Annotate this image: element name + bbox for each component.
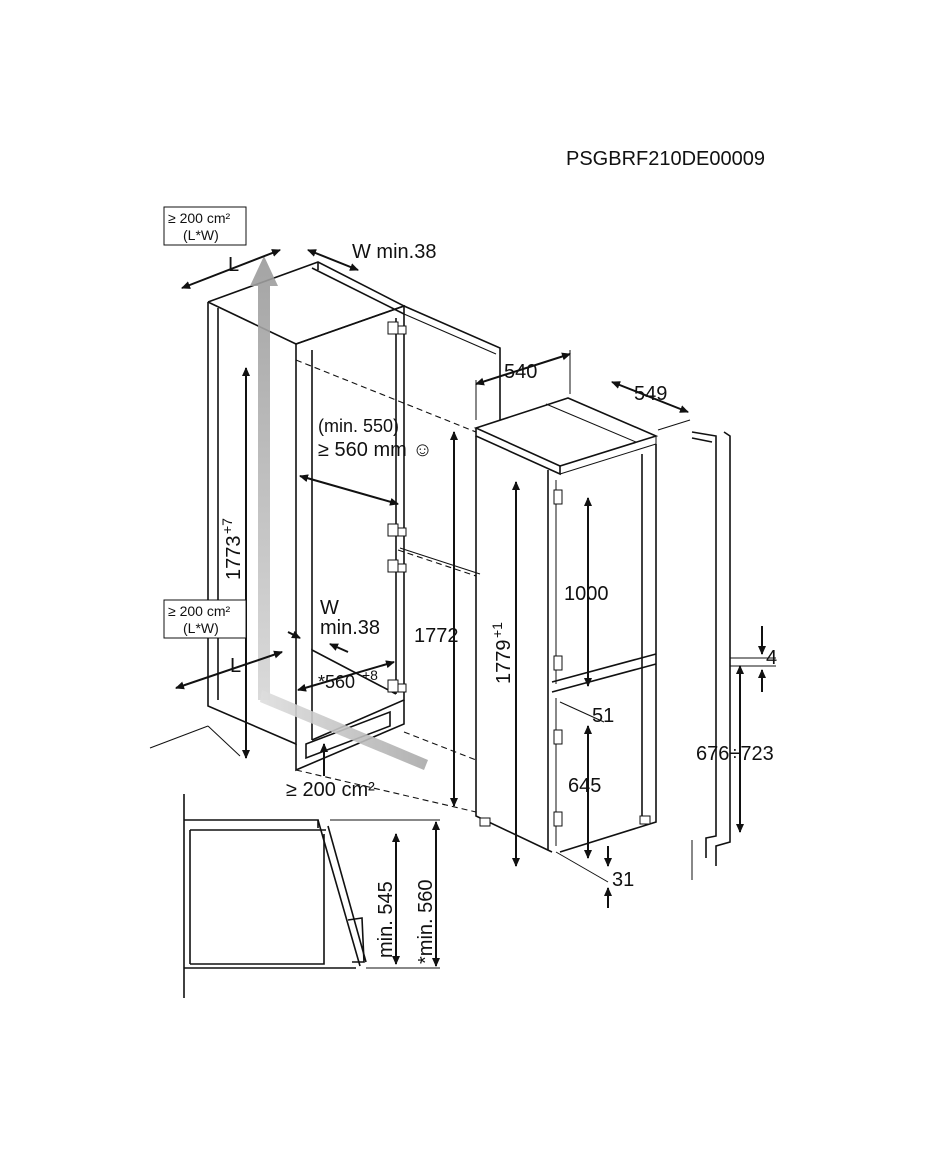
- dim-w-bottom-label: W: [320, 597, 339, 619]
- dim-side-range-label: 676÷723: [696, 743, 774, 765]
- dim-gap-label: 51: [592, 705, 614, 727]
- dim-niche-width: [297, 660, 395, 692]
- dim-w-bottom-min: min.38: [320, 617, 380, 639]
- airflow-up-arrow: [250, 256, 278, 700]
- dim-niche-width-label: *560: [318, 672, 355, 692]
- vent-bottom-formula: (L*W): [183, 620, 219, 636]
- dim-l-top-label: L: [228, 254, 239, 276]
- dim-fridge-door-label: 1000: [564, 583, 609, 605]
- dim-freezer-door-label: 645: [568, 775, 601, 797]
- dim-plan-560-label: *min. 560: [415, 880, 437, 965]
- side-profile: [691, 431, 776, 880]
- plinth-vent-label: ≥ 200 cm²: [286, 779, 375, 801]
- dim-niche-height-label: 1773: [223, 536, 245, 581]
- vent-bottom-box: [163, 599, 247, 639]
- dim-appliance-width-label: 540: [504, 361, 537, 383]
- niche-depth: ≥ 560 mm ☺: [318, 439, 433, 461]
- dim-plan-545-label: min. 545: [375, 881, 397, 958]
- airflow-in-arrow: [260, 690, 428, 770]
- niche-cabinet: [149, 261, 501, 813]
- drawing-code: PSGBRF210DE00009: [566, 148, 765, 170]
- dim-side-gap-label: 4: [766, 647, 777, 669]
- dim-l-bottom-label: L: [230, 655, 241, 677]
- dim-niche-height-2-label: 1772: [414, 625, 459, 647]
- vent-top-formula: (L*W): [183, 227, 219, 243]
- vent-top-box: [163, 206, 247, 246]
- dim-l-top: [181, 249, 281, 289]
- dim-l-bottom: [175, 650, 283, 690]
- niche-depth-min: (min. 550): [318, 416, 399, 436]
- dim-appliance-width: [475, 352, 571, 386]
- plan-view: [183, 794, 440, 998]
- dim-appliance-depth: [611, 381, 689, 413]
- dim-niche-height-tol: +7: [219, 518, 235, 534]
- dim-w-top: [307, 249, 359, 271]
- dim-niche-depth: [299, 474, 399, 506]
- dim-bottom-label: 31: [612, 869, 634, 891]
- vent-bottom-area: ≥ 200 cm²: [168, 603, 230, 619]
- dim-appliance-depth-label: 549: [634, 383, 667, 405]
- dim-niche-width-tol: +8: [362, 667, 378, 683]
- vent-top-area: ≥ 200 cm²: [168, 210, 230, 226]
- dim-appliance-height-tol: +1: [489, 622, 505, 638]
- dim-w-top-label: W min.38: [352, 241, 436, 263]
- dim-appliance-height-label: 1779: [493, 640, 515, 685]
- appliance: [473, 397, 659, 853]
